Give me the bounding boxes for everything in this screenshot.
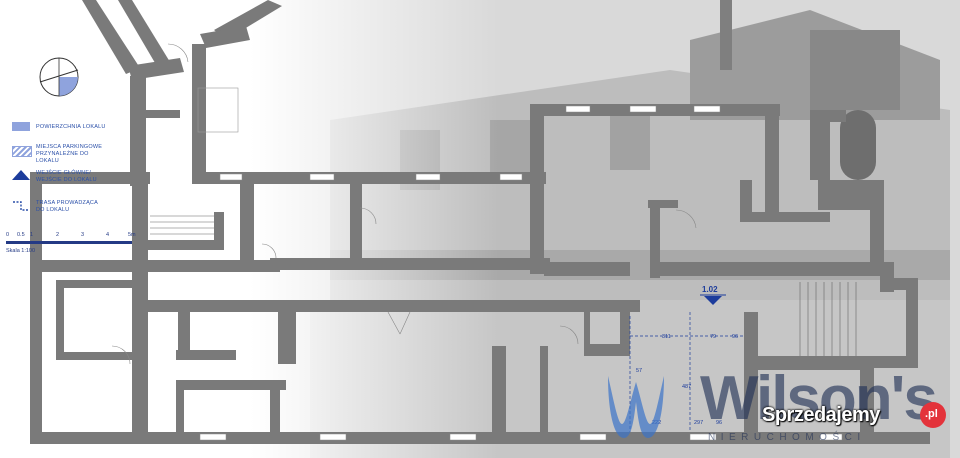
site-suffix: .pl	[925, 408, 938, 420]
legend-label: WEJŚCIE GŁÓWNE/ WEJŚCIE DO LOKALU	[36, 170, 97, 183]
solid-swatch-icon	[12, 122, 30, 131]
scale-tick: 0.5	[17, 232, 25, 238]
scale-tick: 4	[106, 232, 110, 238]
sprzedajemy-badge: Sprzedajemy .pl	[762, 402, 960, 430]
scale-tick: 1	[30, 232, 34, 238]
legend-label: TRASA PROWADZĄCA DO LOKALU	[36, 200, 98, 213]
staircase	[150, 87, 857, 356]
brand-wordmark: Wilson's	[700, 364, 938, 433]
door-swings	[111, 43, 697, 365]
dimension-label: 79	[710, 334, 717, 340]
scale-line	[6, 241, 132, 244]
triangle-icon	[12, 170, 30, 180]
unit-number: 1.02	[702, 285, 718, 294]
dashed-route-icon	[13, 201, 29, 211]
scale-tick: 2	[56, 232, 60, 238]
dimension-label: 57	[636, 368, 643, 374]
legend-item-entrance: WEJŚCIE GŁÓWNE/ WEJŚCIE DO LOKALU	[6, 170, 146, 200]
wilsons-watermark: Wilson's NIERUCHOMOŚCI	[604, 360, 960, 458]
site-wordmark: Sprzedajemy	[762, 404, 880, 426]
legend-label: POWIERZCHNIA LOKALU	[36, 124, 106, 130]
windows	[199, 105, 843, 441]
hatched-swatch-icon	[12, 146, 32, 157]
dimension-label: 311	[662, 334, 671, 340]
brand-tagline: NIERUCHOMOŚCI	[708, 432, 866, 443]
legend-label: MIEJSCA PARKINGOWE PRZYNALEŻNE DO LOKALU	[36, 144, 103, 164]
compass-rose-icon	[39, 57, 79, 97]
dimension-label: 96	[732, 334, 739, 340]
legend-item-parking: MIEJSCA PARKINGOWE PRZYNALEŻNE DO LOKALU	[6, 144, 146, 174]
wilsons-w-logo-icon	[608, 376, 664, 438]
scale-label: Skala 1:100	[6, 248, 36, 254]
dimension-label: 96	[716, 420, 723, 426]
legend-item-floor-area: POWIERZCHNIA LOKALU	[6, 122, 146, 152]
dimension-label: 487	[682, 384, 692, 390]
scale-tick: 0	[6, 232, 10, 238]
scale-tick: 5m	[128, 232, 136, 238]
site-badge-dot	[920, 402, 946, 428]
scale-tick: 3	[81, 232, 85, 238]
legend-item-route: TRASA PROWADZĄCA DO LOKALU	[6, 200, 146, 230]
dimension-label: 297	[694, 420, 704, 426]
entrance-triangle-icon	[704, 296, 722, 305]
scale-ticks: 0 0.5 1 2 3 4 5m	[6, 232, 136, 242]
